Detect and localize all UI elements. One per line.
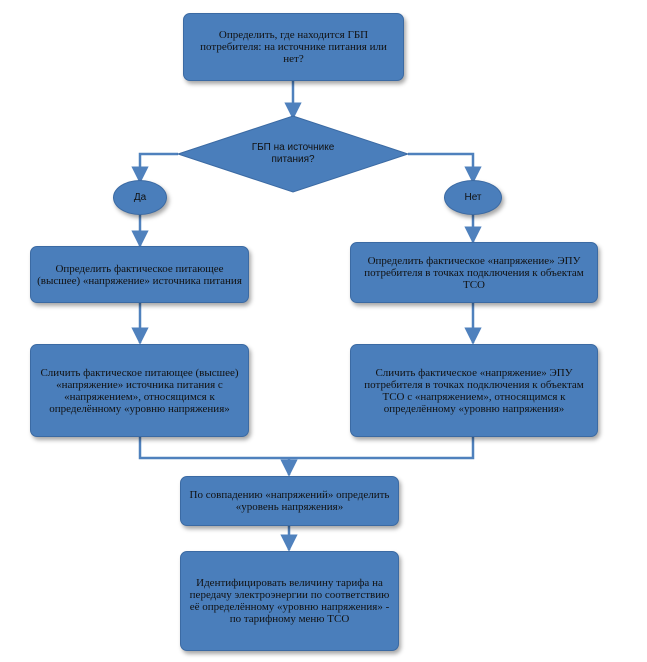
- line-left2-to-merge: [138, 437, 289, 460]
- line-decision-to-yes: [131, 152, 178, 184]
- yes-node: Да: [113, 180, 167, 215]
- right-step-2: Сличить фактическое «напряжение» ЭПУ пот…: [350, 344, 598, 437]
- start-node: Определить, где находится ГБП потребител…: [183, 13, 404, 81]
- decision-node-text: ГБП на источнике питания?: [251, 142, 335, 165]
- line-decision-to-no: [408, 152, 482, 184]
- left-step-2: Сличить фактическое питающее (высшее) «н…: [30, 344, 249, 437]
- start-node-text: Определить, где находится ГБП потребител…: [200, 29, 387, 65]
- final-step: Идентифицировать величину тарифа на пере…: [180, 551, 399, 651]
- no-node: Нет: [444, 180, 502, 215]
- merge-step: По совпадению «напряжений» определить «у…: [180, 476, 399, 526]
- left-step-1: Определить фактическое питающее (высшее)…: [30, 246, 249, 303]
- right-step-1: Определить фактическое «напряжение» ЭПУ …: [350, 242, 598, 303]
- decision-diamond: [176, 115, 410, 193]
- line-right2-to-merge: [289, 437, 475, 460]
